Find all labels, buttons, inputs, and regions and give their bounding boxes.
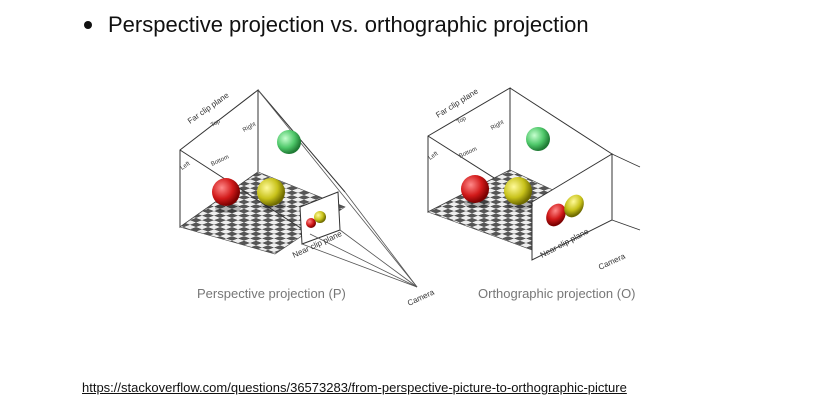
left-label: Left	[428, 151, 440, 162]
orthographic-caption: Orthographic projection (O)	[478, 286, 636, 301]
projected-red-sphere	[546, 203, 566, 227]
projected-yellow-sphere	[314, 211, 326, 223]
green-sphere	[277, 130, 301, 154]
frustum-edge	[257, 89, 346, 193]
perspective-caption: Perspective projection (P)	[197, 286, 346, 301]
top-label: Top	[210, 118, 222, 128]
source-link[interactable]: https://stackoverflow.com/questions/3657…	[82, 380, 627, 395]
red-sphere	[461, 175, 489, 203]
frustum-edge	[179, 149, 311, 235]
bullet-heading: Perspective projection vs. orthographic …	[84, 12, 589, 38]
camera-label: Camera	[406, 287, 436, 307]
top-label: Top	[456, 115, 468, 125]
projection-diagram: Far clip plane Top Right Left Bottom Nea…	[179, 86, 641, 308]
page-title: Perspective projection vs. orthographic …	[108, 12, 589, 37]
box-edge	[509, 87, 613, 155]
camera-label: Camera	[597, 251, 627, 271]
parallel-ray	[611, 219, 641, 231]
red-sphere	[212, 178, 240, 206]
projected-red-sphere	[306, 218, 316, 228]
sphere-shadow	[215, 203, 241, 213]
ray-line	[257, 89, 418, 288]
projection-figure: Far clip plane Top Right Left Bottom Nea…	[160, 72, 660, 312]
parallel-ray	[611, 153, 641, 168]
perspective-diagram: Far clip plane Top Right Left Bottom Nea…	[179, 88, 436, 308]
bullet-dot	[84, 21, 92, 29]
ray-line	[309, 233, 418, 288]
ray-line	[301, 243, 418, 288]
ray-line	[344, 191, 418, 288]
projected-yellow-sphere	[564, 194, 584, 218]
left-label: Left	[180, 161, 192, 172]
yellow-sphere	[504, 177, 532, 205]
orthographic-diagram: Far clip plane Top Right Left Bottom Nea…	[427, 86, 641, 301]
yellow-sphere	[257, 178, 285, 206]
ray-line	[339, 229, 418, 288]
green-sphere	[526, 127, 550, 151]
